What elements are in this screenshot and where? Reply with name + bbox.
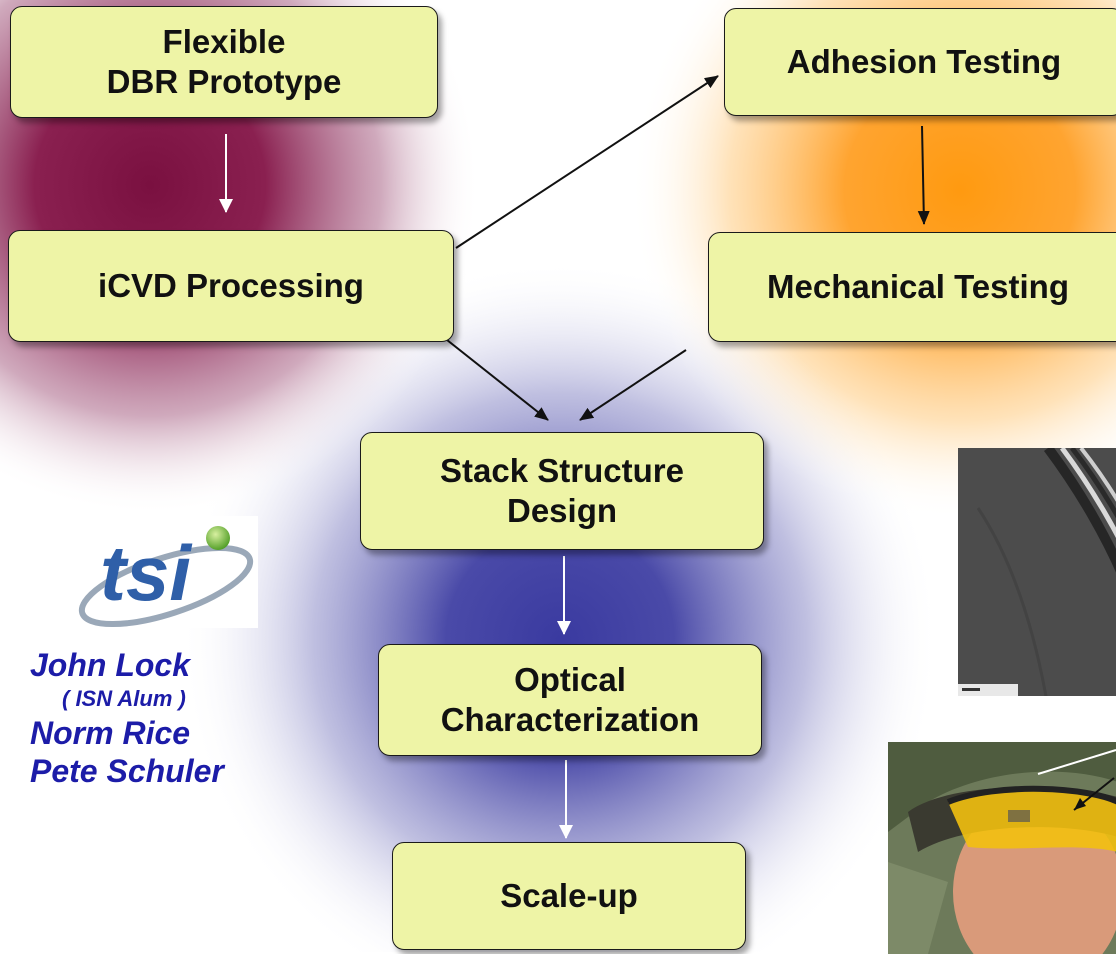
node-label: Mechanical Testing [767,268,1069,305]
node-label: Design [506,492,618,529]
arrow-mechanical-to-stack [579,349,687,421]
sem-cross-section-image [958,448,1116,696]
node-adhesion-testing: Adhesion Testing [724,8,1116,116]
arrow-adhesion-to-mechanical [917,125,930,225]
node-label: Flexible [162,23,286,60]
svg-text:tsi: tsi [100,529,192,617]
node-label: iCVD Processing [98,267,364,304]
node-label: Adhesion Testing [786,43,1062,80]
tsi-logo: tsi [68,516,258,628]
credit-note: ( ISN Alum ) [62,686,186,711]
node-icvd-processing: iCVD Processing [8,230,454,342]
node-label: Characterization [440,701,700,738]
node-scale-up: Scale-up [392,842,746,950]
node-label: Scale-up [500,877,638,914]
credit-name: Pete Schuler [30,753,224,789]
node-label: Optical [514,661,626,698]
credits: John Lock ( ISN Alum ) Norm Rice Pete Sc… [30,646,224,790]
node-label: DBR Prototype [106,63,342,100]
node-mechanical-testing: Mechanical Testing [708,232,1116,342]
credit-name: Norm Rice [30,715,191,751]
arrow-icvd-to-stack [441,335,549,421]
node-label: Stack Structure [440,452,684,489]
soldier-with-yellow-protective-eyewear-photo [888,742,1116,954]
credit-name: John Lock [30,647,191,683]
arrow-icvd-to-adhesion [455,75,719,249]
